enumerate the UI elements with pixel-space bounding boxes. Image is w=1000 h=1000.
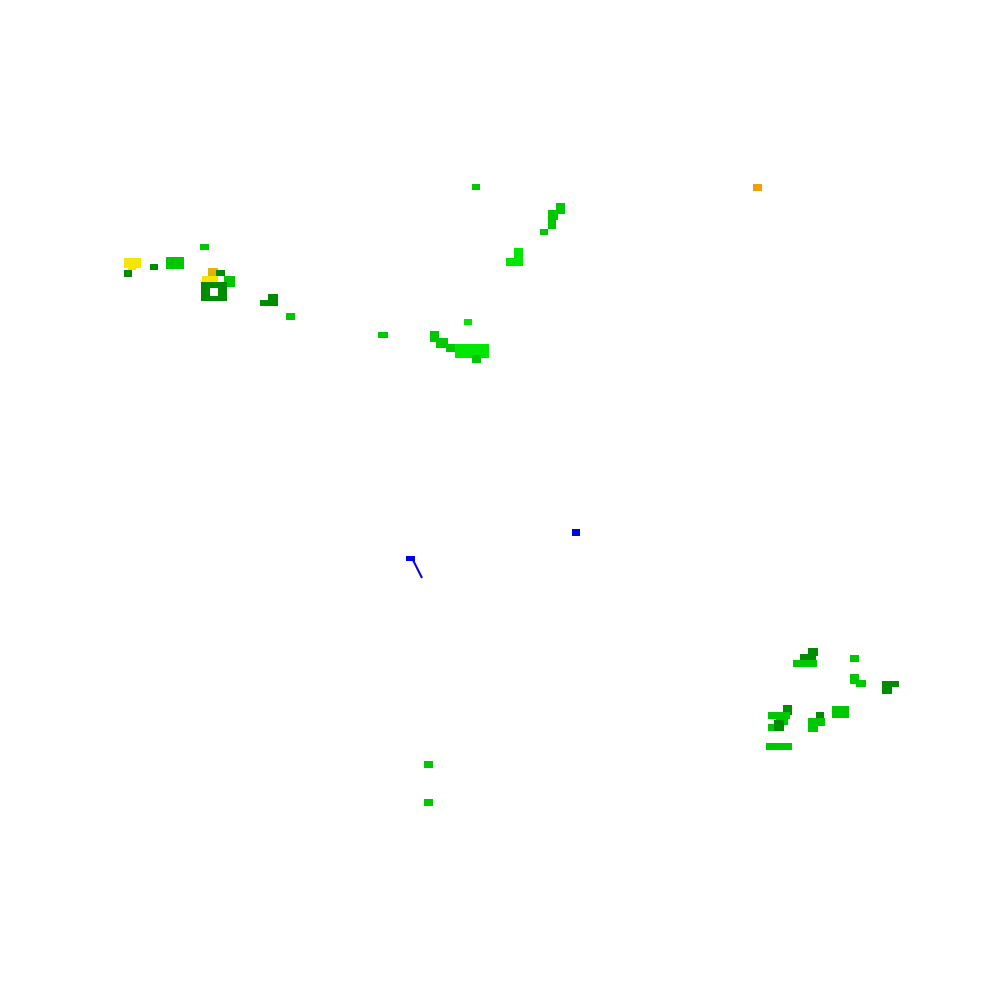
vegetation-cluster-southeast-pixel [800, 654, 816, 662]
vegetation-cluster-southeast-pixel [856, 680, 866, 687]
vegetation-cluster-northwest-pixel [286, 313, 295, 320]
vegetation-cluster-central-pixel [436, 338, 448, 348]
vegetation-cluster-northwest-pixel [224, 276, 235, 287]
vegetation-cluster-northwest-pixel [124, 258, 141, 268]
vegetation-cluster-central-pixel [446, 344, 456, 352]
vegetation-cluster-north-central-pixel [548, 210, 558, 220]
vegetation-cluster-north-central-pixel [514, 248, 523, 258]
vegetation-cluster-north-central-pixel [556, 203, 565, 214]
vegetation-cluster-southeast [766, 648, 899, 750]
water-features [406, 529, 580, 579]
vegetation-cluster-northwest-pixel [268, 294, 278, 306]
vegetation-cluster-southeast-pixel [768, 712, 790, 719]
vegetation-cluster-northwest-pixel [124, 270, 132, 277]
hotspot-northeast [753, 184, 762, 191]
vegetation-cluster-northwest-pixel [128, 266, 136, 270]
vegetation-cluster-north-central-pixel [548, 219, 556, 229]
vegetation-cluster-southeast-pixel [793, 660, 817, 667]
vegetation-cluster-northwest-pixel [201, 296, 227, 301]
vegetation-cluster-north-central-pixel [540, 229, 548, 235]
vegetation-cluster-southeast-pixel [808, 724, 818, 732]
water-features-pixel [406, 556, 415, 561]
vegetation-cluster-northwest [124, 244, 388, 338]
water-features-pixel [572, 529, 580, 536]
hotspot-northeast-pixel [753, 184, 762, 191]
vegetation-cluster-northwest-pixel [150, 264, 158, 270]
vegetation-cluster-northwest-pixel [200, 244, 209, 250]
vegetation-cluster-southeast-pixel [882, 681, 892, 694]
vegetation-cluster-southeast-pixel [816, 712, 824, 720]
vegetation-cluster-northwest-pixel [201, 282, 227, 288]
vegetation-cluster-northwest-pixel [202, 276, 218, 282]
vegetation-cluster-southeast-pixel [850, 655, 859, 662]
stream-line [411, 557, 423, 579]
vegetation-cluster-southeast-pixel [850, 674, 859, 684]
vegetation-cluster-northwest-pixel [208, 268, 218, 276]
vegetation-cluster-central-pixel [430, 331, 439, 342]
vegetation-cluster-southeast-pixel [774, 720, 784, 731]
vegetation-cluster-southeast-pixel [890, 681, 899, 687]
vegetation-cluster-central [430, 319, 489, 363]
vegetation-cluster-central-pixel [464, 319, 472, 325]
vegetation-cluster-northwest-pixel [260, 300, 270, 306]
vegetation-cluster-central-pixel [472, 355, 481, 363]
vegetation-cluster-central-pixel [455, 344, 489, 358]
vegetation-cluster-northwest-pixel [378, 332, 388, 338]
vegetation-cluster-north-central-pixel [472, 184, 480, 190]
vegetation-points-south-pixel [424, 799, 433, 806]
vegetation-cluster-southeast-pixel [808, 718, 825, 726]
map-features [124, 184, 899, 806]
vegetation-cluster-southeast-pixel [832, 706, 849, 718]
vegetation-cluster-southeast-pixel [808, 648, 818, 656]
vegetation-cluster-southeast-pixel [766, 743, 792, 750]
vegetation-cluster-northwest-pixel [216, 270, 225, 276]
vegetation-cluster-north-central [472, 184, 565, 266]
vegetation-points-south-pixel [424, 761, 433, 768]
vegetation-cluster-north-central-pixel [506, 258, 523, 266]
vegetation-cluster-northwest-pixel [201, 288, 210, 300]
vegetation-points-south [424, 761, 433, 806]
vegetation-cluster-southeast-pixel [783, 705, 792, 715]
vegetation-cluster-northwest-pixel [166, 257, 184, 269]
vegetation-cluster-northwest-pixel [218, 288, 227, 300]
